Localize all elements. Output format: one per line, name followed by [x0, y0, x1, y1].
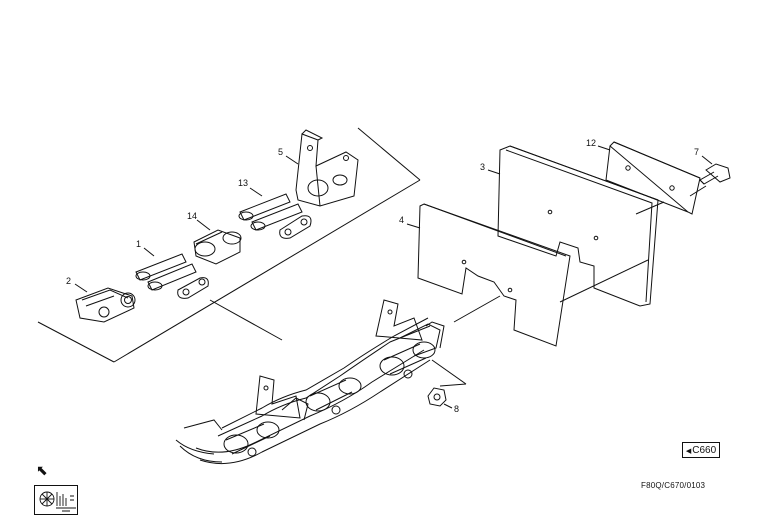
part-8-nut: [427, 387, 447, 407]
callout-14: 14: [187, 211, 197, 221]
callout-3: 3: [480, 162, 485, 172]
part-2-connecting-link: [75, 287, 136, 323]
callout-4: 4: [399, 215, 404, 225]
part-7-bolt: [699, 163, 731, 185]
callout-12: 12: [586, 138, 596, 148]
assembly-lines: [431, 185, 707, 387]
assembled-chain: [175, 299, 445, 465]
callout-7: 7: [694, 147, 699, 157]
drawing-id: F80Q/C670/0103: [641, 481, 706, 490]
part-5-attachment-link: [295, 129, 359, 207]
callout-1: 1: [136, 239, 141, 249]
part-12-backing-strip: [605, 141, 701, 215]
callout-leaders: [74, 145, 713, 409]
part-3-wear-pad: [497, 145, 659, 307]
group-navigation-button[interactable]: [34, 485, 78, 515]
callout-5: 5: [278, 147, 283, 157]
callout-8: 8: [454, 404, 459, 414]
part-13-pin-link: [238, 193, 312, 239]
callout-2: 2: [66, 276, 71, 286]
part-14-roller-link: [193, 229, 242, 265]
page-reference-label: C660: [692, 445, 717, 456]
link-kit-frame: [37, 127, 421, 363]
page-reference-link[interactable]: ◀C660: [682, 442, 720, 458]
part-1-pin-link: [135, 253, 209, 299]
part-4-scraper-plate: [417, 203, 571, 347]
callout-13: 13: [238, 178, 248, 188]
machine-group-icon: [39, 491, 76, 512]
callout-labels: 2 1 14 13 5 3 4 12 7 8: [66, 138, 699, 414]
arrow-left-icon: ◀: [685, 448, 692, 455]
arrow-down-left-icon[interactable]: ⬉: [36, 462, 48, 478]
